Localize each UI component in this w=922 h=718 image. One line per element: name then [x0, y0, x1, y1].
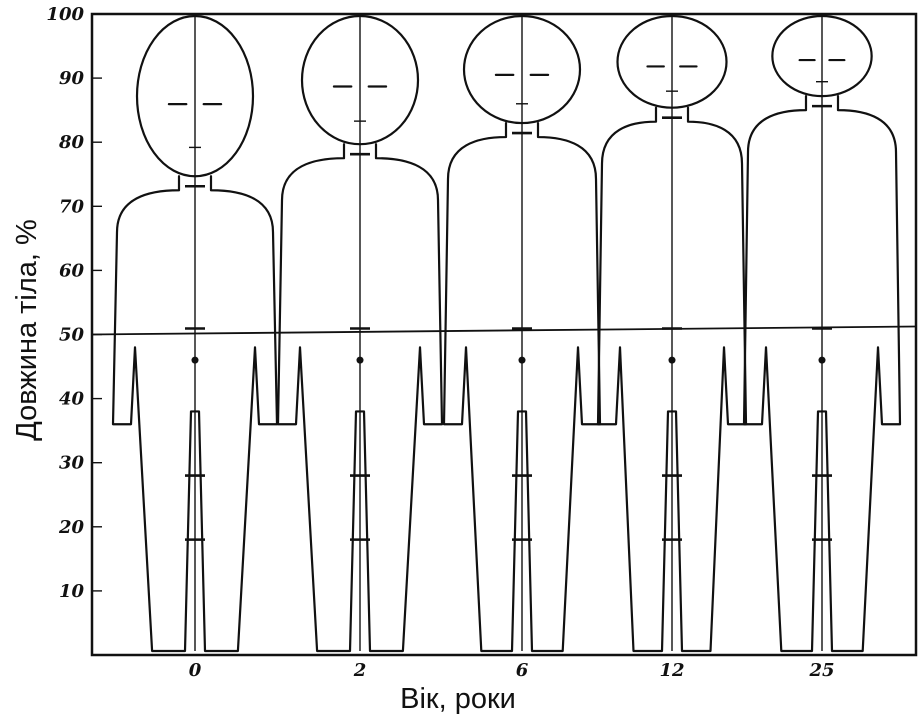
x-tick-label: 0 [189, 660, 202, 681]
figure-age-0: 0 [113, 16, 277, 681]
navel-dot [819, 357, 826, 364]
y-tick-label: 40 [59, 389, 85, 410]
navel-dot [192, 357, 199, 364]
figure-age-12: 12 [598, 16, 746, 681]
y-tick-label: 10 [59, 581, 85, 602]
figure-age-6: 6 [444, 16, 600, 681]
y-tick-label: 70 [59, 196, 85, 217]
x-tick-label: 12 [659, 660, 684, 681]
y-tick-label: 20 [58, 517, 85, 538]
y-axis-title: Довжина тіла, % [11, 219, 43, 441]
navel-dot [519, 357, 526, 364]
x-axis-title: Вік, роки [400, 683, 516, 715]
figure-age-25: 25 [744, 16, 900, 681]
y-tick-label: 100 [46, 4, 84, 25]
y-tick-label: 50 [59, 325, 85, 346]
navel-dot [669, 357, 676, 364]
figure-age-2: 2 [278, 16, 442, 681]
navel-dot [357, 357, 364, 364]
half-height-line [92, 327, 916, 335]
x-tick-label: 6 [516, 660, 529, 681]
x-tick-label: 2 [353, 660, 367, 681]
y-tick-label: 80 [58, 132, 85, 153]
x-tick-label: 25 [808, 660, 834, 681]
y-tick-label: 60 [59, 260, 85, 281]
y-tick-label: 30 [59, 453, 85, 474]
y-tick-label: 90 [59, 68, 85, 89]
